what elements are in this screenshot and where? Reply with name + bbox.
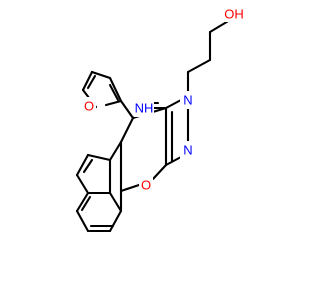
bond-line — [119, 99, 135, 120]
ring-n-alkyl-label: N — [183, 93, 192, 108]
pyran-oxygen-label: O — [141, 178, 151, 193]
atom-label-layer: OH NH N N O O — [82, 4, 244, 194]
bond-line — [108, 83, 120, 102]
bond-line — [151, 163, 168, 181]
bond-line — [75, 191, 90, 213]
imine-nh-label-bg — [134, 99, 154, 117]
bond-line — [82, 158, 94, 174]
ring-n-label-bg — [180, 141, 196, 159]
bond-line — [108, 209, 123, 233]
bond-line — [80, 195, 92, 212]
bond-line — [164, 98, 183, 110]
pyran-oxygen-label-bg — [139, 176, 153, 194]
bond-line — [108, 191, 123, 213]
bond-line — [86, 153, 112, 162]
molecule-structure: OH NH N N O O — [75, 4, 244, 233]
bond-line — [164, 155, 183, 167]
imine-nh-label: NH — [135, 101, 154, 116]
furan-oxygen-label: O — [84, 99, 94, 114]
hydroxyl-label-bg — [224, 4, 244, 22]
ring-n-label: N — [183, 143, 192, 158]
hydroxyl-label: OH — [224, 7, 244, 22]
furan-oxygen-label-bg — [82, 97, 96, 115]
bond-line — [75, 173, 90, 195]
bond-line — [108, 140, 123, 162]
bond-line — [104, 99, 123, 107]
bond-layer — [75, 18, 232, 233]
bond-line — [108, 76, 123, 103]
bond-line — [90, 70, 112, 80]
bond-line — [119, 116, 135, 144]
bond-line — [186, 58, 212, 74]
bond-line — [81, 70, 94, 92]
bond-line — [86, 74, 97, 90]
ring-n-alkyl-label-bg — [180, 91, 196, 109]
bond-line — [119, 183, 141, 193]
bond-line — [75, 209, 90, 233]
bond-line — [75, 153, 90, 177]
